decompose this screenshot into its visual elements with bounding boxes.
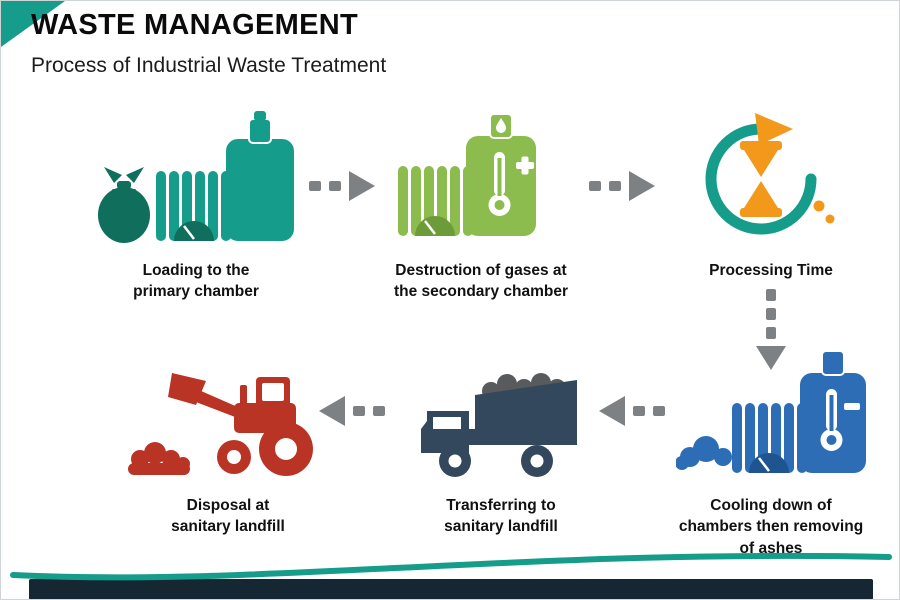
corner-accent [1, 1, 65, 47]
arrowhead-right-icon [629, 171, 655, 201]
arrowhead-left-icon [319, 396, 345, 426]
step-cooling-down: Cooling down of chambers then removing o… [656, 341, 886, 559]
arrow-dash [766, 327, 776, 339]
hourglass-cycle-icon [699, 96, 844, 246]
primary-chamber-icon-svg [97, 111, 294, 243]
waste-bag-and-primary-chamber-icon [94, 96, 299, 246]
bottom-bar [29, 579, 873, 599]
secondary-chamber-icon-svg [397, 113, 536, 236]
step-label: Processing Time [709, 262, 833, 279]
step-processing-time: Processing Time [666, 96, 876, 281]
arrowhead-down-icon [756, 346, 786, 370]
step-destruction-of-gases: Destruction of gases at the secondary ch… [366, 96, 596, 303]
dump-truck-icon-svg [421, 373, 577, 477]
step-disposal: Disposal at sanitary landfill [113, 341, 343, 538]
flow-arrow-left-2 [319, 396, 385, 426]
arrow-dash [329, 181, 341, 191]
flow-arrow-left-1 [599, 396, 665, 426]
cooling-chamber-thermometer-minus-icon [676, 341, 866, 481]
page-subtitle: Process of Industrial Waste Treatment [31, 54, 387, 77]
secondary-chamber-thermometer-plus-icon [394, 96, 569, 246]
green-swoosh-line [10, 552, 892, 581]
cooling-chamber-icon-svg [676, 350, 866, 473]
hourglass-icon-svg [705, 113, 834, 235]
flow-arrow-right-1 [309, 171, 375, 201]
arrowhead-right-icon [349, 171, 375, 201]
flow-arrow-right-2 [589, 171, 655, 201]
arrow-dash [766, 308, 776, 320]
arrow-dash [373, 406, 385, 416]
step-label: Loading to the primary chamber [133, 262, 259, 301]
dump-truck-icon [417, 341, 585, 481]
flow-arrow-down [756, 289, 786, 370]
front-loader-icon-svg [128, 373, 313, 476]
arrowhead-left-icon [599, 396, 625, 426]
page-title: WASTE MANAGEMENT [31, 9, 359, 41]
arrow-dash [633, 406, 645, 416]
bottom-decoration [10, 552, 892, 599]
step-label: Destruction of gases at the secondary ch… [393, 262, 568, 301]
step-loading-primary-chamber: Loading to the primary chamber [71, 96, 321, 303]
step-label: Disposal at sanitary landfill [171, 497, 285, 536]
front-loader-tractor-icon [128, 341, 328, 481]
step-label: Transferring to sanitary landfill [444, 497, 558, 536]
arrow-dash [353, 406, 365, 416]
step-transferring: Transferring to sanitary landfill [396, 341, 606, 538]
arrow-dash [309, 181, 321, 191]
arrow-dash [589, 181, 601, 191]
step-label: Cooling down of chambers then removing o… [678, 497, 864, 557]
arrow-dash [766, 289, 776, 301]
arrow-dash [653, 406, 665, 416]
arrow-dash [609, 181, 621, 191]
